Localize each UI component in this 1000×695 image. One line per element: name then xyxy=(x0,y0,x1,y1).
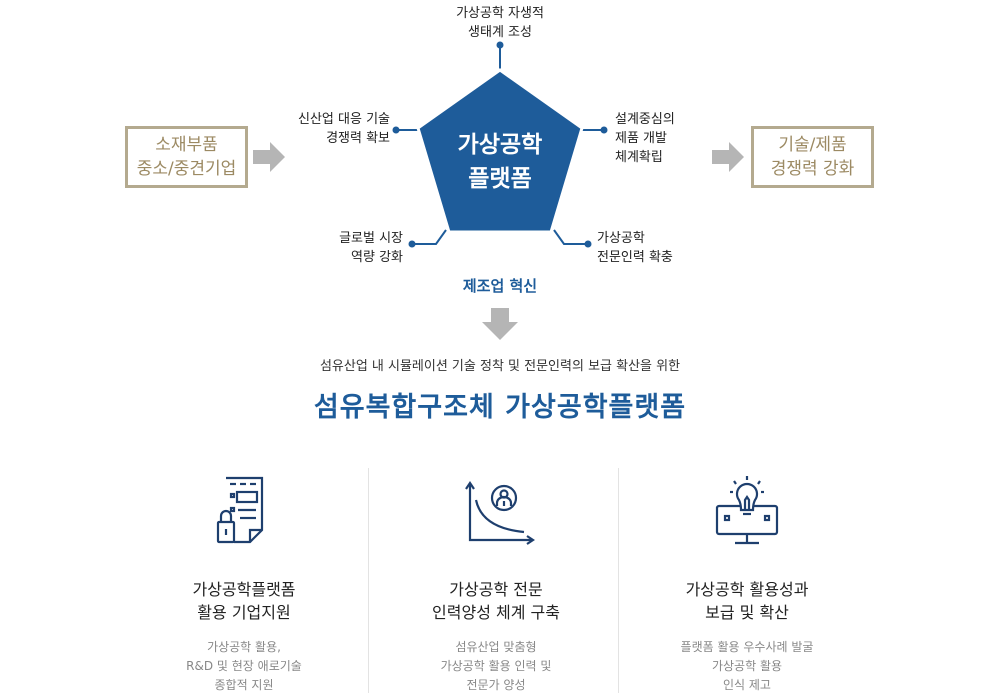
input-box-sme: 소재부품 중소/중견기업 xyxy=(125,126,248,188)
feature-title-line2: 활용 기업지원 xyxy=(197,603,291,622)
node-upper-left-line2: 경쟁력 확보 xyxy=(326,131,390,146)
node-label-lower-left: 글로벌 시장 역량 강화 xyxy=(270,229,403,267)
node-upper-right-line2: 제품 개발 xyxy=(615,131,667,146)
subtitle: 섬유산업 내 시뮬레이션 기술 정착 및 전문인력의 보급 확산을 위한 xyxy=(319,359,681,374)
node-top-line2: 생태계 조성 xyxy=(468,25,532,40)
node-label-upper-right: 설계중심의 제품 개발 체계확립 xyxy=(615,110,735,167)
center-label-line1: 가상공학 xyxy=(457,132,543,158)
feature-title: 가상공학 활용성과 보급 및 확산 xyxy=(622,578,872,624)
feature-column-dissemination: 가상공학 활용성과 보급 및 확산 플랫폼 활용 우수사례 발굴 가상공학 활용… xyxy=(622,470,872,695)
feature-column-company-support: 가상공학플랫폼 활용 기업지원 가상공학 활용, R&D 및 현장 애로기술 종… xyxy=(119,470,369,695)
node-dot-top xyxy=(496,41,504,49)
growth-chart-person-icon xyxy=(465,481,535,545)
output-box-line1: 기술/제품 xyxy=(778,135,847,155)
input-box-line2: 중소/중견기업 xyxy=(136,159,237,179)
down-arrow xyxy=(482,308,518,340)
node-dot-upper-left xyxy=(392,126,400,134)
feature-column-workforce: 가상공학 전문 인력양성 체계 구축 섬유산업 맞춤형 가상공학 활용 인력 및… xyxy=(371,470,621,695)
center-pentagon xyxy=(416,68,584,234)
lightbulb-monitor-icon xyxy=(715,476,779,545)
node-upper-right-line1: 설계중심의 xyxy=(615,112,675,127)
column-divider-1 xyxy=(368,468,369,693)
feature-title-line1: 가상공학플랫폼 xyxy=(192,580,296,599)
page-title: 섬유복합구조체 가상공학플랫폼 xyxy=(313,392,687,423)
node-upper-left-line1: 신산업 대응 기술 xyxy=(298,112,390,127)
node-lower-left-line1: 글로벌 시장 xyxy=(339,231,403,246)
connector-lower-right xyxy=(553,229,586,245)
output-box-competitiveness: 기술/제품 경쟁력 강화 xyxy=(751,126,874,188)
feature-title-line1: 가상공학 활용성과 xyxy=(685,580,809,599)
node-lower-right-line1: 가상공학 xyxy=(597,231,645,246)
feature-title-line2: 인력양성 체계 구축 xyxy=(432,603,560,622)
node-dot-upper-right xyxy=(600,126,608,134)
document-lock-icon xyxy=(216,476,264,544)
feature-desc-line1: 가상공학 활용, xyxy=(207,640,281,654)
node-lower-right-line2: 전문인력 확충 xyxy=(597,250,673,265)
feature-title: 가상공학 전문 인력양성 체계 구축 xyxy=(371,578,621,624)
feature-desc-line1: 섬유산업 맞춤형 xyxy=(455,640,537,654)
node-label-upper-left: 신산업 대응 기술 경쟁력 확보 xyxy=(250,110,390,148)
feature-desc-line2: 가상공학 활용 인력 및 xyxy=(440,659,552,673)
input-box-line1: 소재부품 xyxy=(155,135,218,155)
node-dot-lower-right xyxy=(584,240,592,248)
node-upper-right-line3: 체계확립 xyxy=(615,150,663,165)
feature-desc-line2: R&D 및 현장 애로기술 xyxy=(186,659,302,673)
platform-diagram xyxy=(253,41,744,340)
feature-title: 가상공학플랫폼 활용 기업지원 xyxy=(119,578,369,624)
right-arrow xyxy=(712,142,744,172)
feature-desc-line3: 전문가 양성 xyxy=(466,678,526,692)
innovation-label: 제조업 혁신 xyxy=(462,277,538,295)
center-label: 가상공학 플랫폼 xyxy=(410,128,590,196)
center-label-line2: 플랫폼 xyxy=(468,166,532,192)
node-dot-lower-left xyxy=(408,240,416,248)
feature-description: 섬유산업 맞춤형 가상공학 활용 인력 및 전문가 양성 xyxy=(371,638,621,695)
feature-desc-line2: 가상공학 활용 xyxy=(711,659,783,673)
node-top-line1: 가상공학 자생적 xyxy=(456,6,544,21)
feature-title-line2: 보급 및 확산 xyxy=(705,603,789,622)
node-label-lower-right: 가상공학 전문인력 확충 xyxy=(597,229,737,267)
feature-title-line1: 가상공학 전문 xyxy=(449,580,543,599)
connector-lower-left xyxy=(414,229,447,245)
feature-desc-line3: 종합적 지원 xyxy=(214,678,274,692)
feature-desc-line3: 인식 제고 xyxy=(723,678,771,692)
feature-desc-line1: 플랫폼 활용 우수사례 발굴 xyxy=(680,640,814,654)
column-divider-2 xyxy=(618,468,619,693)
output-box-line2: 경쟁력 강화 xyxy=(770,159,855,179)
node-label-top: 가상공학 자생적 생태계 조성 xyxy=(420,4,580,42)
feature-description: 플랫폼 활용 우수사례 발굴 가상공학 활용 인식 제고 xyxy=(622,638,872,695)
node-lower-left-line2: 역량 강화 xyxy=(351,250,403,265)
feature-description: 가상공학 활용, R&D 및 현장 애로기술 종합적 지원 xyxy=(119,638,369,695)
left-arrow xyxy=(253,142,285,172)
